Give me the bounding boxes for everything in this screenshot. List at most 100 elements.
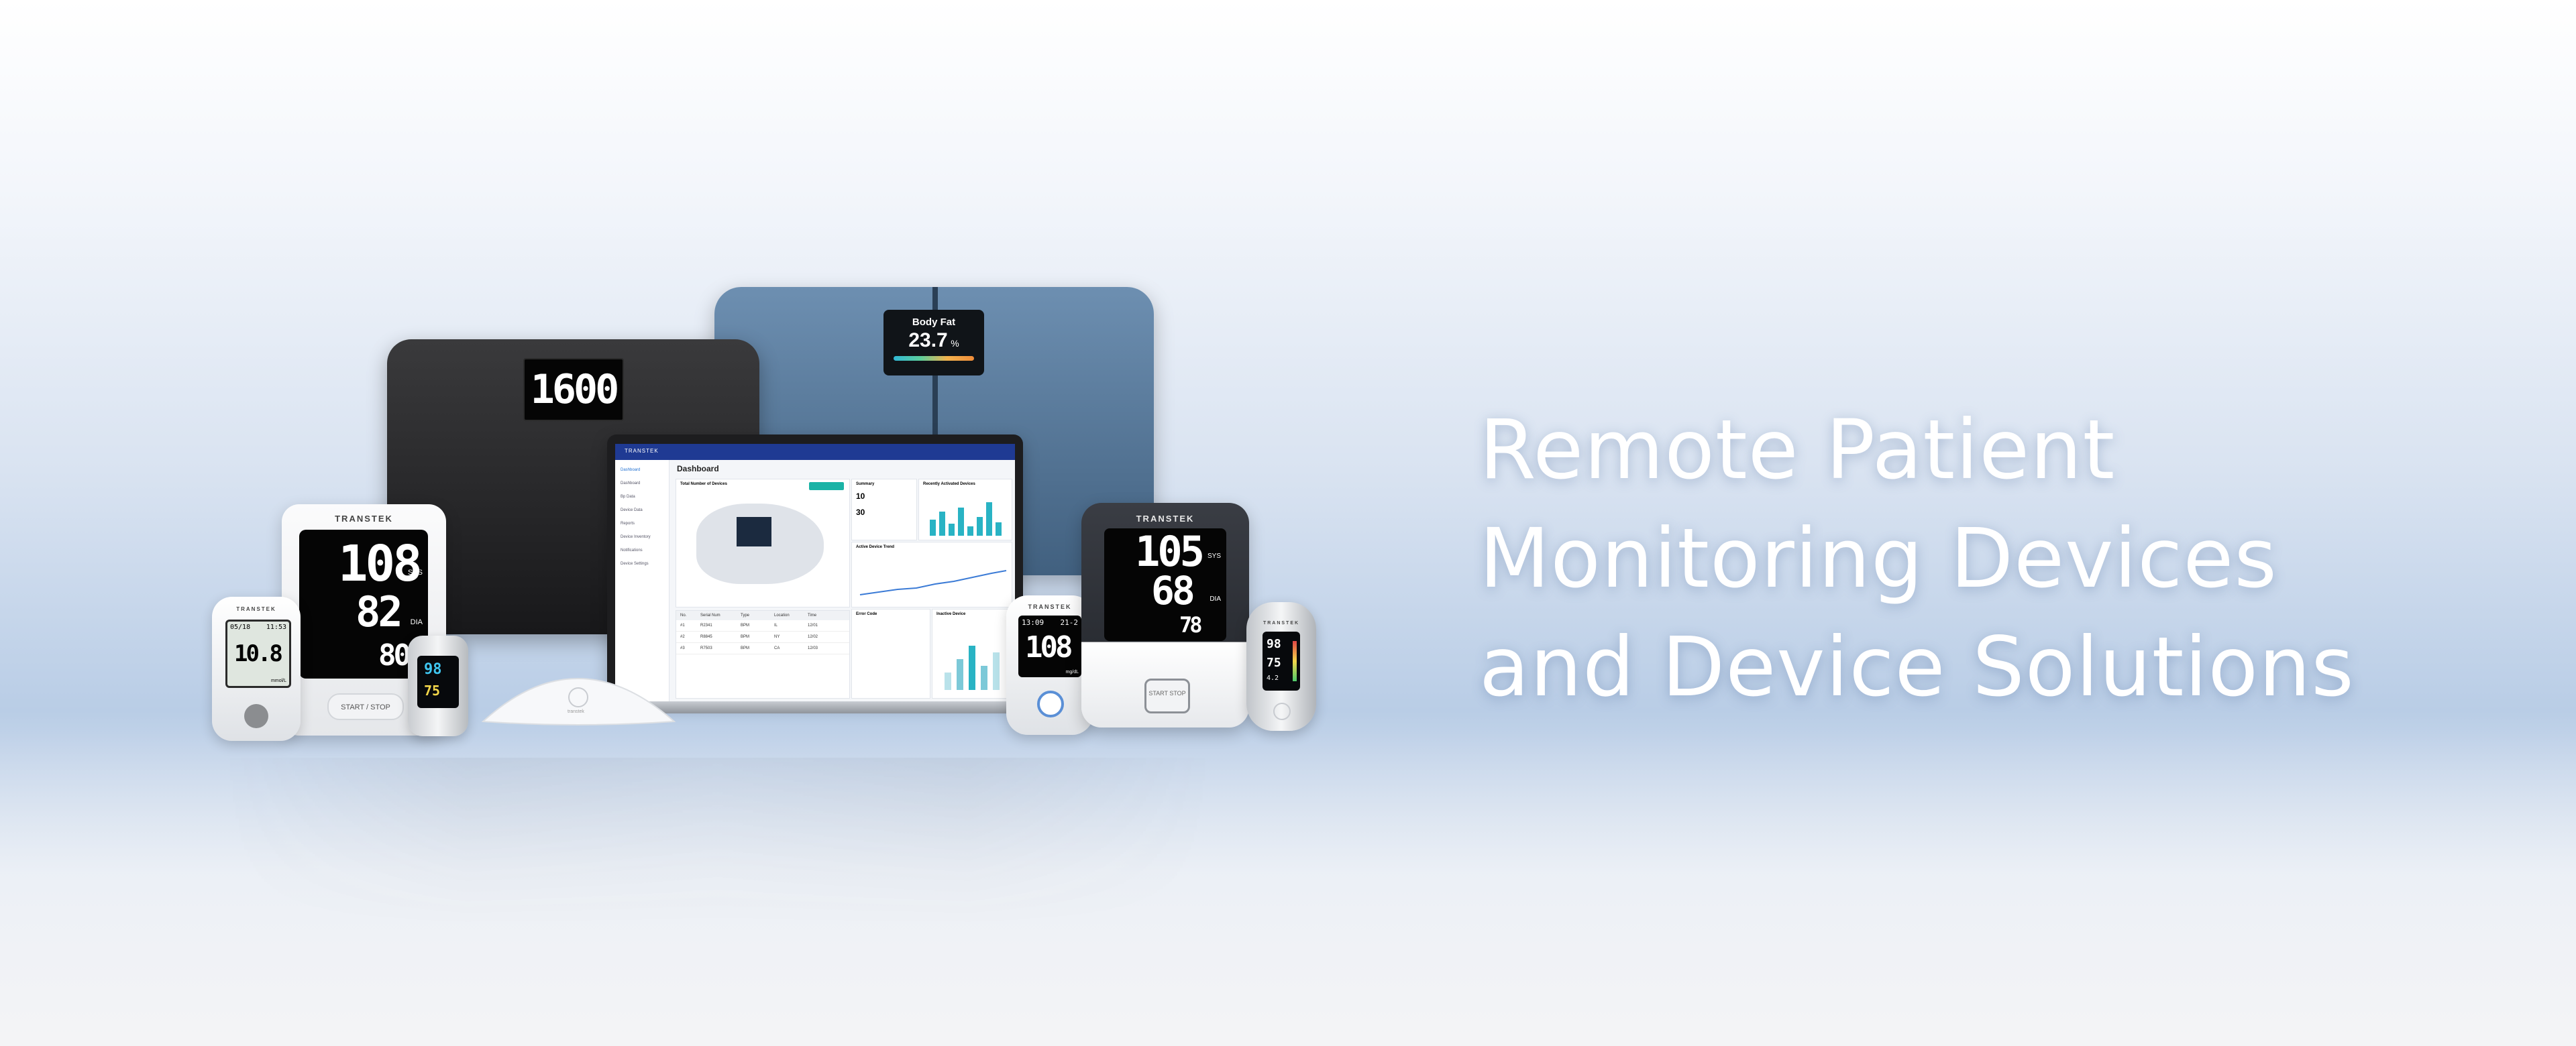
bp-right-sys-label: SYS (1207, 553, 1221, 560)
device-table: No. Serial Num Type Location Time #1 R23… (676, 610, 850, 699)
glucose-right-date: 21-2 (1060, 618, 1079, 627)
table-cell: 12/03 (808, 646, 818, 650)
weight-display: 1600 (523, 358, 624, 421)
sidebar-item-3[interactable]: Device Data (621, 508, 643, 512)
bp-monitor-right: TRANSTEK 105 SYS 68 DIA 78 START STOP (1081, 503, 1249, 728)
oximeter-right-pi: 4.2 (1267, 675, 1279, 682)
oximeter-right-brand: TRANSTEK (1263, 621, 1300, 626)
sidebar-item-6[interactable]: Notifications (621, 548, 643, 553)
table-row[interactable]: #2 R8845 BPM NY 12/02 (676, 632, 849, 643)
summary-value-2: 30 (856, 508, 865, 517)
body-fat-label: Body Fat (912, 316, 956, 328)
bp-left-brand: TRANSTEK (335, 514, 393, 524)
table-cell: R8845 (700, 635, 712, 639)
oximeter-right-power-button[interactable] (1273, 703, 1291, 720)
table-cell: #1 (680, 624, 685, 628)
recent-devices-bars (930, 502, 1002, 536)
glucose-left-brand: TRANSTEK (236, 606, 276, 612)
table-cell: R2341 (700, 624, 712, 628)
inactive-bars (945, 646, 1000, 690)
device-reflection (201, 731, 1342, 932)
bp-monitor-left: TRANSTEK 108 SYS 82 DIA 80 START / STOP (282, 504, 446, 736)
table-row[interactable]: #3 R7503 BPM CA 12/03 (676, 643, 849, 654)
body-fat-gauge (894, 356, 974, 361)
table-cell: BPM (741, 646, 750, 650)
glucose-left-time: 11:53 (266, 624, 286, 631)
table-cell: 12/01 (808, 624, 818, 628)
summary-panel: Summary 10 30 (851, 479, 917, 540)
sidebar-item-5[interactable]: Device Inventory (621, 535, 651, 539)
map-panel: Total Number of Devices (676, 479, 850, 607)
sidebar-item-1[interactable]: Dashboard (621, 481, 641, 485)
app-topbar: TRANSTEK (615, 444, 1015, 460)
table-row[interactable]: #1 R2341 BPM IL 12/01 (676, 620, 849, 632)
weight-reading: 1600 (530, 366, 619, 413)
table-cell: R7503 (700, 646, 712, 650)
glucose-left-unit: mmol/L (271, 679, 286, 683)
glucose-right-value: 108 (1025, 630, 1073, 664)
glucose-meter-left: TRANSTEK 05/18 11:53 10.8 mmol/L (212, 597, 301, 741)
gateway-hub: transtek (470, 642, 688, 730)
table-cell: NY (774, 635, 780, 639)
bp-right-dia-label: DIA (1210, 595, 1221, 603)
laptop: TRANSTEK Dashboard Dashboard Bp Data Dev… (607, 434, 1023, 703)
map-panel-title: Total Number of Devices (680, 482, 727, 486)
laptop-screen: TRANSTEK Dashboard Dashboard Bp Data Dev… (615, 444, 1015, 703)
trend-title: Active Device Trend (856, 545, 895, 549)
glucose-right-button[interactable] (1037, 691, 1064, 717)
oximeter-left-display: 98 75 (417, 656, 459, 708)
map-button[interactable] (809, 482, 844, 490)
oximeter-left-pr: 75 (424, 683, 441, 699)
bp-left-dia: 82 (356, 587, 403, 636)
bp-right-start-button[interactable]: START STOP (1144, 679, 1190, 713)
table-header-cell: Type (741, 614, 750, 618)
scale-center-seam (932, 287, 938, 575)
sidebar-item-0[interactable]: Dashboard (621, 468, 641, 472)
table-cell: BPM (741, 635, 750, 639)
bp-right-pulse: 78 (1179, 612, 1202, 638)
glucose-meter-right: TRANSTEK 13:09 21-2 108 mg/dL (1006, 595, 1093, 735)
laptop-base (594, 701, 1036, 713)
bp-left-start-button[interactable]: START / STOP (327, 693, 404, 720)
oximeter-right-pr: 75 (1267, 656, 1281, 670)
dashboard-title: Dashboard (677, 464, 719, 473)
sidebar-item-4[interactable]: Reports (621, 522, 635, 526)
bp-right-button-label: START STOP (1148, 690, 1186, 697)
table-header-cell: No. (680, 614, 687, 618)
sidebar-item-2[interactable]: Bp Data (621, 495, 635, 499)
device-lineup: Body Fat 23.7 % 1600 TRANSTEK Dashboard … (212, 287, 1316, 741)
bp-right-sys: 105 (1135, 527, 1205, 576)
pulse-oximeter-right: TRANSTEK 98 75 4.2 (1246, 602, 1316, 731)
app-sidebar: Dashboard Dashboard Bp Data Device Data … (615, 460, 669, 703)
recent-devices-panel: Recently Activated Devices (918, 479, 1012, 540)
glucose-right-brand: TRANSTEK (1028, 603, 1072, 610)
sidebar-item-7[interactable]: Device Settings (621, 562, 649, 566)
glucose-left-value: 10.8 (234, 640, 283, 667)
hero-headline: Remote Patient Monitoring Devices and De… (1479, 396, 2485, 721)
oximeter-right-display: 98 75 4.2 (1263, 632, 1300, 691)
glucose-left-date: 05/18 (230, 624, 251, 631)
table-header-cell: Location (774, 614, 790, 618)
glucose-left-button[interactable] (244, 704, 268, 728)
recent-devices-title: Recently Activated Devices (923, 482, 975, 486)
table-header-cell: Time (808, 614, 817, 618)
bp-left-button-label: START / STOP (341, 703, 390, 711)
body-fat-unit: % (951, 338, 959, 349)
bp-left-pulse: 80 (378, 638, 411, 673)
app-brand: TRANSTEK (625, 448, 659, 454)
summary-value-1: 10 (856, 491, 865, 501)
glucose-right-unit: mg/dL (1065, 670, 1079, 675)
reflective-floor (0, 731, 2576, 1046)
oximeter-left-spo2: 98 (424, 661, 442, 678)
glucose-right-time: 13:09 (1022, 618, 1044, 627)
inactive-panel-title: Inactive Device (936, 612, 966, 616)
glucose-right-display: 13:09 21-2 108 mg/dL (1018, 616, 1081, 677)
bp-right-display: 105 SYS 68 DIA 78 (1104, 528, 1226, 641)
body-fat-value: 23.7 (908, 329, 948, 351)
error-panel-title: Error Code (856, 612, 877, 616)
table-cell: #2 (680, 635, 685, 639)
hub-brand: transtek (568, 709, 584, 714)
glucose-left-display: 05/18 11:53 10.8 mmol/L (225, 620, 291, 688)
bp-left-dia-label: DIA (410, 618, 423, 626)
inactive-panel: Inactive Device (932, 609, 1012, 699)
